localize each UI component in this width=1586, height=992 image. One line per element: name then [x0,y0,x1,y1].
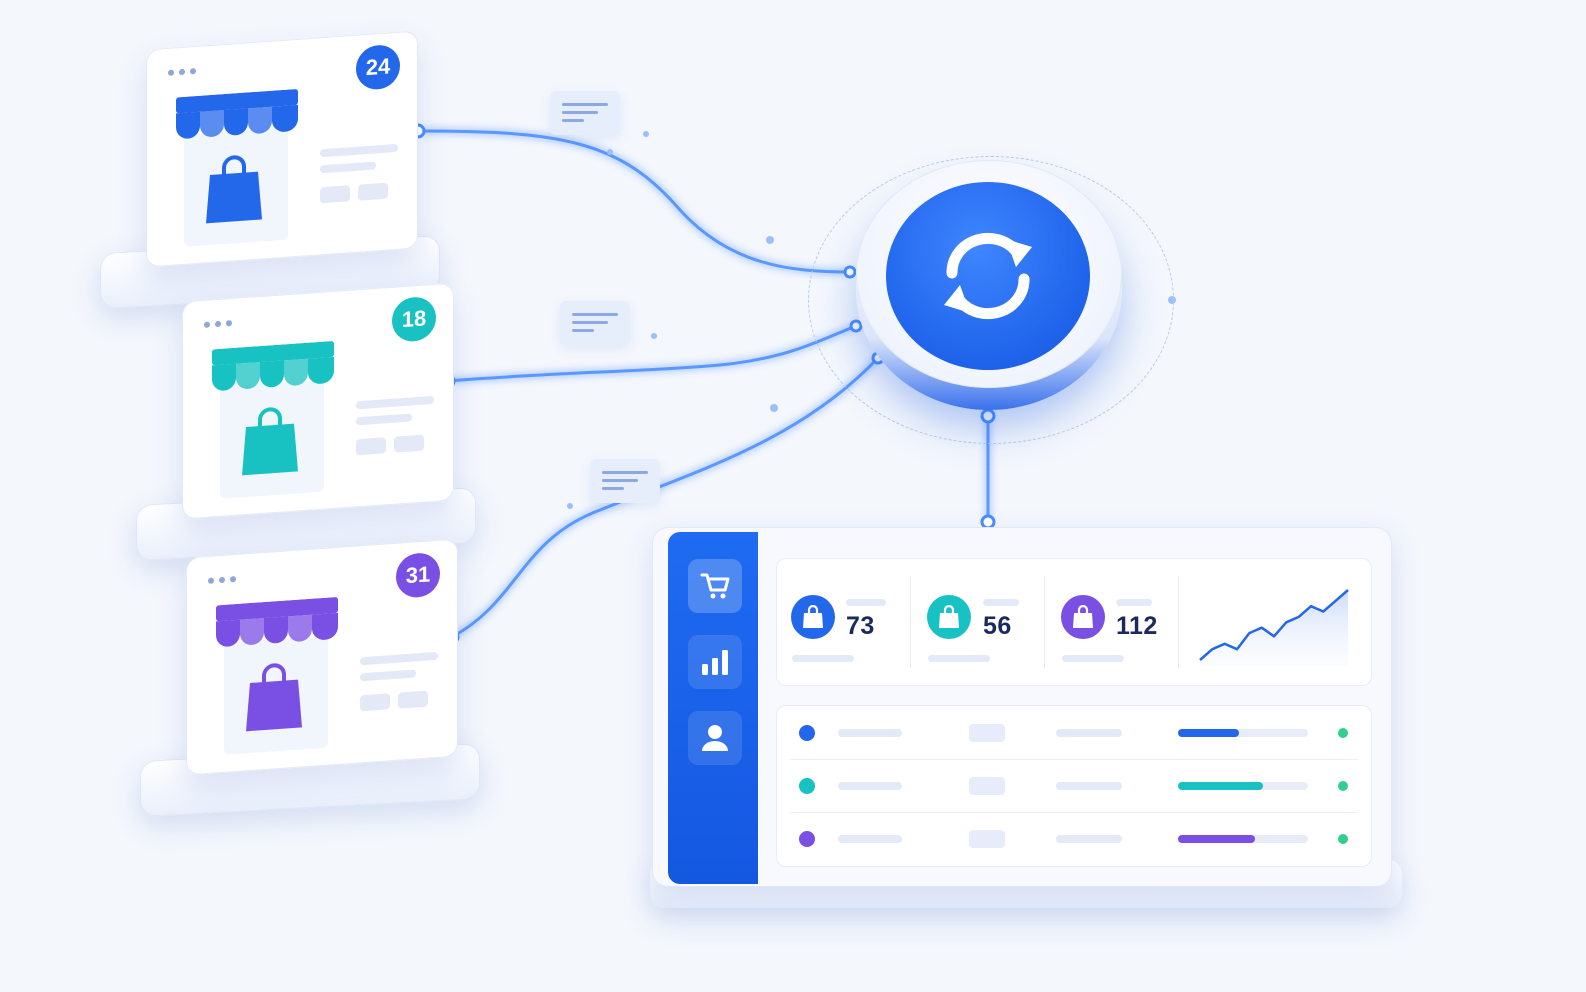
divider [1178,576,1179,668]
trend-chart [1199,589,1349,666]
text-placeholder [1056,835,1122,843]
stat-icon-customers [1061,595,1105,639]
store-window: 31 [186,538,458,776]
message-chip [550,91,620,135]
text-placeholder [838,729,902,737]
particle [651,333,657,339]
divider [790,812,1358,813]
shopping-bag-icon [246,663,302,732]
text-placeholder [360,669,416,682]
store-count-badge: 24 [356,43,400,91]
window-dots [208,576,236,584]
tag-placeholder [969,724,1005,742]
stat-value: 73 [846,612,875,640]
awning-icon [176,89,298,139]
button-placeholder [356,437,386,456]
bar-chart-icon [702,650,728,675]
awning-icon [216,597,338,647]
window-dots [204,320,232,328]
text-placeholder [356,395,434,410]
store-card-3: 31 [140,538,510,818]
message-chip [590,459,660,503]
status-dot [1338,834,1348,844]
row-color-dot [799,778,815,794]
awning-icon [212,341,334,391]
hub-orbit-ring [808,156,1174,444]
divider [910,576,911,668]
button-placeholder [358,182,388,201]
store-window: 18 [182,282,454,520]
particle [607,149,613,155]
link-store-3 [450,356,880,639]
stat-icon-orders [791,595,835,639]
shopping-bag-icon [939,605,959,628]
text-placeholder [356,413,412,426]
status-dot [1338,781,1348,791]
tag-placeholder [969,777,1005,795]
particle [567,503,573,509]
text-placeholder [1116,599,1152,606]
cart-icon [700,573,730,599]
stat-icon-products [927,595,971,639]
shopping-bag-icon [242,407,298,476]
sidebar-item-users[interactable] [688,711,742,765]
particle [770,404,778,412]
divider [1044,576,1045,668]
particle [643,131,649,137]
text-placeholder [1056,729,1122,737]
button-placeholder [360,693,390,712]
progress-fill [1178,835,1255,843]
text-placeholder [1056,782,1122,790]
text-placeholder [360,651,438,666]
button-placeholder [398,690,428,709]
text-placeholder [983,599,1019,606]
shopping-bag-icon [1073,605,1093,628]
trend-line [1199,589,1349,661]
stat-value: 112 [1116,612,1158,640]
row-color-dot [799,725,815,741]
status-dot [1338,728,1348,738]
divider [790,759,1358,760]
stat-value: 56 [983,612,1012,640]
window-dots [168,68,196,76]
button-placeholder [320,185,350,204]
shopping-bag-icon [803,605,823,628]
user-icon [702,725,728,751]
progress-bar [1178,782,1308,790]
text-placeholder [792,655,854,662]
text-placeholder [1062,655,1124,662]
text-placeholder [838,835,902,843]
shopping-bag-icon [206,155,262,224]
row-color-dot [799,831,815,847]
progress-bar [1178,729,1308,737]
text-placeholder [928,655,990,662]
store-card-1: 24 [100,30,470,310]
text-placeholder [838,782,902,790]
store-window: 24 [146,30,418,268]
store-count-badge: 18 [392,295,436,343]
link-store-1 [416,129,852,274]
sidebar-item-cart[interactable] [688,559,742,613]
message-chip [560,301,630,345]
tag-placeholder [969,830,1005,848]
text-placeholder [320,143,398,158]
progress-fill [1178,729,1240,737]
trend-area [1200,590,1348,666]
sync-icon [944,232,1032,320]
progress-fill [1178,782,1263,790]
text-placeholder [846,599,886,606]
progress-bar [1178,835,1308,843]
text-placeholder [320,161,376,174]
particle [766,236,774,244]
store-card-2: 18 [136,282,506,562]
store-count-badge: 31 [396,551,440,599]
button-placeholder [394,434,424,453]
sidebar-item-analytics[interactable] [688,635,742,689]
sync-hub-button[interactable] [886,182,1090,370]
